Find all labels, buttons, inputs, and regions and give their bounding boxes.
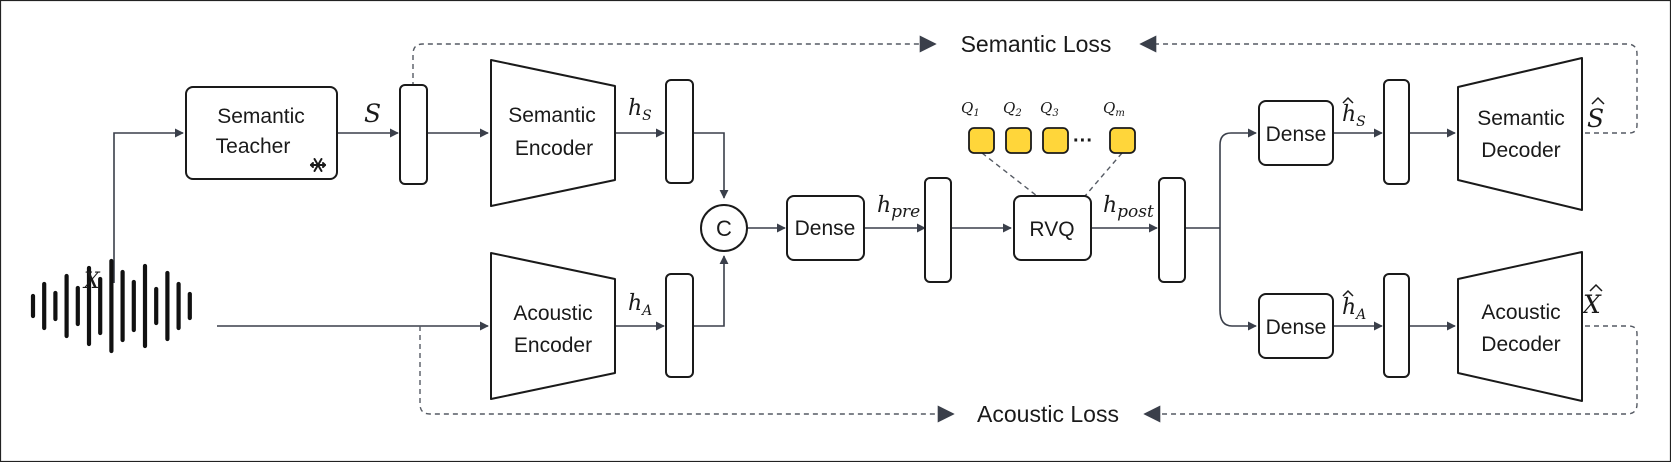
- hpost-subscript: post: [1117, 202, 1154, 222]
- recon-s-hat-accent: [1591, 96, 1605, 105]
- semantic-encoder-block: Semantic Encoder: [490, 59, 616, 207]
- concat-label: C: [716, 216, 732, 241]
- dense-semantic-label: Dense: [1266, 123, 1327, 146]
- ha-hat-feature-bar: [1383, 273, 1410, 378]
- semantic-encoder-label-line2: Encoder: [515, 137, 593, 160]
- hs-hat-feature-bar: [1383, 79, 1410, 185]
- hpost-feature-bar: [1158, 177, 1186, 283]
- hpre-h-symbol: h: [877, 193, 891, 218]
- q3-subscript: 3: [1052, 108, 1058, 119]
- recon-x-hat-accent: [1589, 283, 1603, 292]
- hs-h-symbol: h: [628, 96, 642, 121]
- q2-symbol: Q: [1003, 99, 1015, 117]
- q2-subscript: 2: [1014, 108, 1021, 119]
- snowflake-icon: [310, 158, 326, 172]
- dense-pre-label: Dense: [795, 217, 856, 240]
- q3-symbol: Q: [1040, 99, 1052, 117]
- arrow-split-to-dense-semantic: [1219, 128, 1257, 228]
- semantic-teacher-block: Semantic Teacher: [185, 86, 338, 180]
- q1-symbol: Q: [961, 99, 973, 117]
- svg-text:Qm: Qm: [1103, 99, 1125, 119]
- hs-hat-accent: [1342, 96, 1354, 104]
- recon-x-hat-symbol: X: [1581, 290, 1602, 319]
- acoustic-decoder-block: Acoustic Decoder: [1457, 251, 1583, 402]
- concat-node: C: [700, 204, 748, 252]
- acoustic-encoder-label-line2: Encoder: [514, 334, 592, 357]
- qm-symbol: Q: [1103, 99, 1115, 117]
- loss-paths: Semantic Loss Acoustic Loss: [412, 31, 1638, 427]
- codebook-q2: [1005, 127, 1032, 154]
- ha-subscript: A: [640, 303, 652, 319]
- semantic-teacher-label-line2: Teacher: [216, 135, 291, 158]
- dense-acoustic-block: Dense: [1258, 293, 1334, 359]
- dashed-qm-to-rvq: [1084, 152, 1123, 197]
- svg-text:hA: hA: [1342, 295, 1366, 323]
- dense-pre-block: Dense: [786, 195, 865, 261]
- semantic-decoder-label-line2: Decoder: [1481, 139, 1560, 162]
- acoustic-encoder-label-line1: Acoustic: [513, 302, 592, 325]
- dashed-x-hat-to-acoustic-loss: [1143, 325, 1638, 423]
- svg-text:hS: hS: [628, 96, 652, 124]
- rvq-block: RVQ: [1013, 195, 1092, 261]
- codebook-links: [981, 152, 1123, 197]
- arrow-ha-to-concat: [693, 255, 729, 327]
- acoustic-decoder-label-line2: Decoder: [1481, 333, 1560, 356]
- recon-s-hat-symbol: S: [1587, 104, 1604, 133]
- q1-subscript: 1: [973, 108, 979, 119]
- codebook-row: ···: [968, 127, 1136, 154]
- ha-hat-accent: [1342, 289, 1354, 297]
- codebook-labels: Q1 Q2 Q3 Qm: [961, 99, 1125, 119]
- hs-subscript: S: [642, 108, 652, 124]
- codebook-q3: [1042, 127, 1069, 154]
- ha-feature-bar: [665, 273, 694, 378]
- hpre-subscript: pre: [891, 202, 920, 222]
- dashed-s-to-semantic-loss: [412, 35, 937, 87]
- dashed-x-to-acoustic-loss: [419, 326, 955, 423]
- svg-text:hA: hA: [628, 291, 652, 319]
- qm-subscript: m: [1115, 108, 1124, 119]
- hs-hat-subscript: S: [1356, 114, 1366, 130]
- ha-hat-h-symbol: h: [1342, 295, 1356, 320]
- semantic-teacher-label-line1: Semantic: [217, 105, 305, 128]
- rvq-label: RVQ: [1029, 218, 1074, 241]
- semantic-encoder-label-line1: Semantic: [508, 104, 596, 127]
- svg-text:hpost: hpost: [1103, 193, 1154, 222]
- arrow-input-to-teacher: [113, 128, 184, 283]
- codebook-q1: [968, 127, 995, 154]
- semantic-decoder-label-line1: Semantic: [1477, 107, 1565, 130]
- svg-text:Q2: Q2: [1003, 99, 1022, 119]
- semantic-loss-label: Semantic Loss: [961, 31, 1112, 57]
- svg-text:Q1: Q1: [961, 99, 980, 119]
- input-x-symbol: X: [82, 269, 101, 294]
- svg-text:Q3: Q3: [1040, 99, 1059, 119]
- svg-text:hpre: hpre: [877, 193, 920, 222]
- connection-wires: [113, 128, 1456, 331]
- teacher-output-s-symbol: S: [364, 99, 381, 128]
- codebook-qm: [1109, 127, 1136, 154]
- hpost-h-symbol: h: [1103, 193, 1117, 218]
- semantic-decoder-block: Semantic Decoder: [1457, 57, 1583, 211]
- codebook-ellipsis: ···: [1073, 130, 1093, 152]
- waveform-icon: [30, 258, 192, 354]
- acoustic-loss-label: Acoustic Loss: [977, 401, 1119, 427]
- s-feature-bar: [399, 84, 428, 185]
- acoustic-decoder-label-line1: Acoustic: [1481, 301, 1560, 324]
- arrow-split-to-dense-acoustic: [1219, 228, 1257, 331]
- dense-semantic-block: Dense: [1258, 100, 1334, 166]
- acoustic-encoder-block: Acoustic Encoder: [490, 252, 616, 400]
- ha-hat-subscript: A: [1354, 307, 1366, 323]
- dashed-s-hat-to-semantic-loss: [1139, 35, 1638, 134]
- hs-hat-h-symbol: h: [1342, 102, 1356, 127]
- ha-h-symbol: h: [628, 291, 642, 316]
- dashed-q1-to-rvq: [981, 152, 1038, 197]
- hs-feature-bar: [665, 79, 694, 184]
- hpre-feature-bar: [924, 177, 952, 283]
- arrow-hs-to-concat: [693, 132, 729, 199]
- dense-acoustic-label: Dense: [1266, 316, 1327, 339]
- svg-text:hS: hS: [1342, 102, 1366, 130]
